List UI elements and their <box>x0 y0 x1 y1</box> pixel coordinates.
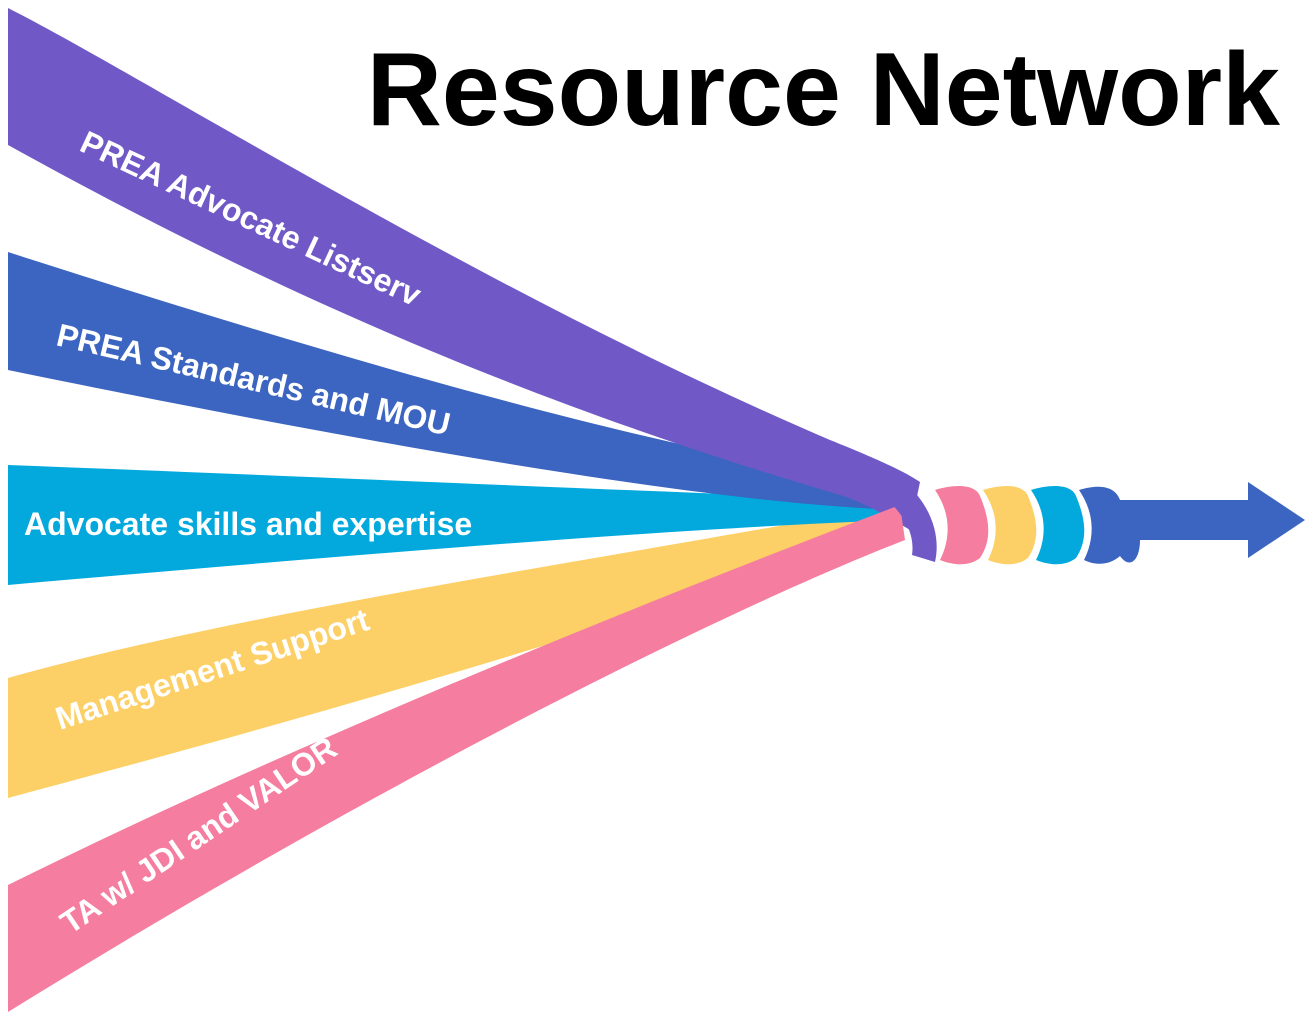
knot-pink-segment <box>935 486 989 565</box>
arrow-head <box>1248 482 1305 558</box>
ribbon-prea-standards <box>8 252 905 510</box>
page-title: Resource Network <box>367 32 1280 148</box>
ribbon-prea-listserv <box>8 8 920 530</box>
arrow-shaft <box>1118 500 1250 563</box>
ribbon-management-support <box>8 505 905 798</box>
knot-purple-segment <box>885 482 937 562</box>
label-advocate-skills: Advocate skills and expertise <box>24 506 472 542</box>
knot-yellow-segment <box>983 486 1037 565</box>
ribbon-advocate-skills <box>8 465 895 585</box>
ribbon-ta-jdi-valor <box>8 505 905 1012</box>
knot-darkblue-segment <box>1079 486 1127 564</box>
knot-blue-segment <box>1031 486 1085 565</box>
